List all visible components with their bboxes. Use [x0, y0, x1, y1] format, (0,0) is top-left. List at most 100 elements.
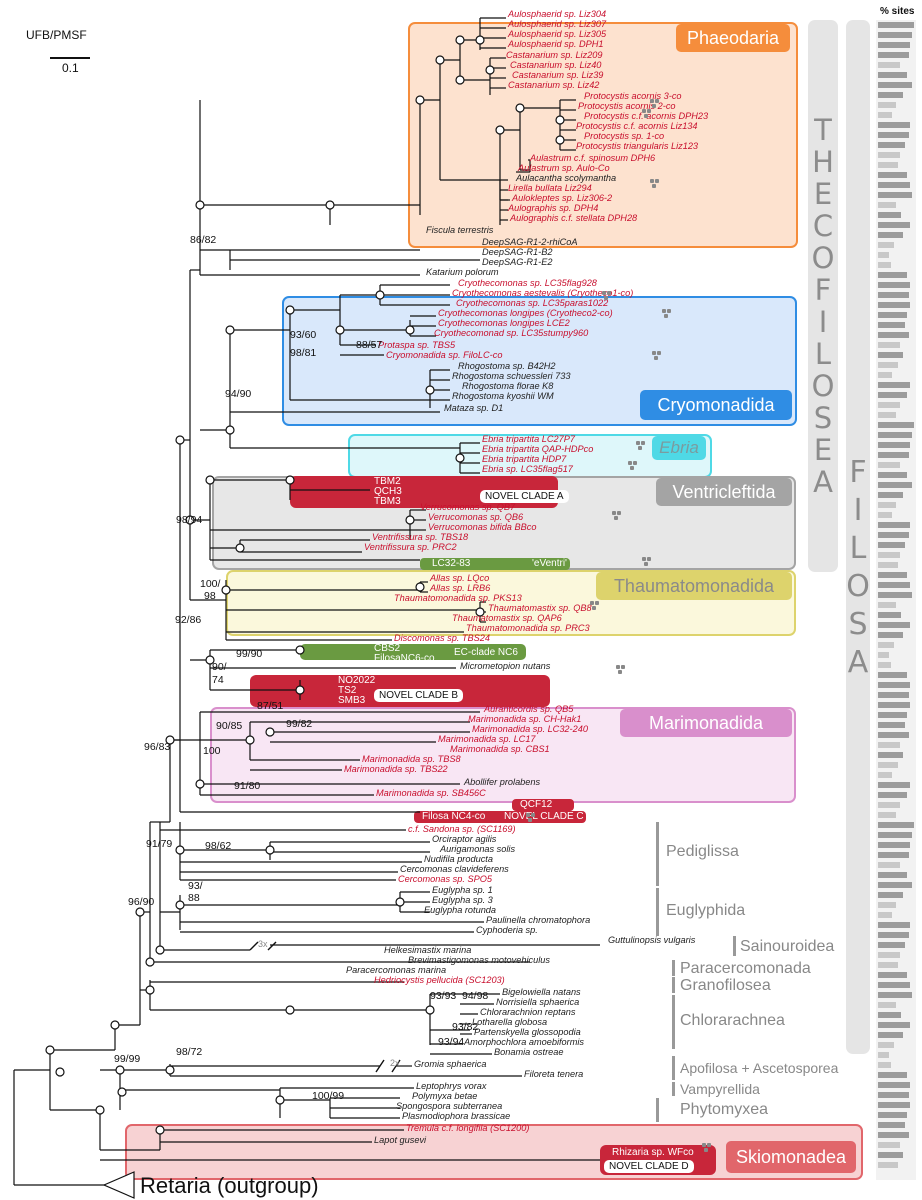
node-marker — [110, 1020, 120, 1030]
thecofilosea-letter: E — [813, 177, 833, 211]
thecofilosea-letter: E — [813, 433, 833, 467]
taxon-label: Amorphochlora amoebiformis — [464, 1037, 584, 1047]
thecofilosea-letter: C — [812, 209, 834, 243]
cryomonadida-header: Cryomonadida — [640, 390, 792, 420]
taxon-label: Helkesimastix marina — [384, 945, 472, 955]
vampyrellida-bar — [672, 1082, 675, 1096]
sites-bar — [878, 482, 912, 488]
node-marker — [155, 1125, 165, 1135]
sites-bar — [878, 342, 900, 348]
sites-bar — [878, 912, 892, 918]
sites-bar — [878, 1052, 889, 1058]
thecofilosea-letter: O — [811, 369, 835, 403]
tree-branch — [391, 1059, 401, 1073]
node-marker — [295, 685, 305, 695]
support-value: 94/98 — [462, 990, 489, 1002]
taxon-label: Filoreta tenera — [524, 1069, 584, 1079]
taxon-label: Thaumatomastix sp. QAP6 — [452, 613, 562, 623]
taxon-label: Verrucomonas sp. QB6 — [428, 512, 524, 522]
lc32-83-bar — [420, 558, 570, 570]
sites-bar — [878, 662, 891, 668]
sites-bar — [878, 842, 910, 848]
sites-bar — [878, 942, 905, 948]
node-marker — [185, 515, 195, 525]
tbm3-label: TBM3 — [374, 496, 401, 507]
sites-bar — [878, 832, 912, 838]
sites-bar — [878, 712, 907, 718]
taxon-label: Marimonadida sp. TBS8 — [362, 754, 461, 764]
filosa-letter: F — [849, 455, 867, 490]
node-marker — [425, 385, 435, 395]
filosa-letter: A — [847, 645, 869, 680]
support-value: 98/81 — [290, 347, 317, 359]
taxon-label: Cryothecomonas sp. LC35flag928 — [458, 278, 597, 288]
taxon-label: Lirella bullata Liz294 — [508, 183, 592, 193]
sites-bar — [878, 292, 909, 298]
ventricleftida-header: Ventricleftida — [656, 478, 792, 506]
group-vampyrellida: Vampyrellida — [680, 1081, 760, 1097]
support-value: 90/ — [212, 661, 227, 673]
taxon-label: Castanarium sp. Liz39 — [512, 70, 604, 80]
sites-bar — [878, 62, 900, 68]
novel-clade-c-label: NOVEL CLADE C — [504, 811, 584, 822]
support-value: 99/90 — [236, 648, 263, 660]
sites-bar — [878, 412, 896, 418]
lc32-83-label: LC32-83 — [432, 558, 471, 569]
sites-bar — [878, 682, 910, 688]
node-marker — [555, 135, 565, 145]
node-marker — [515, 103, 525, 113]
sites-bar — [878, 182, 910, 188]
sites-bar — [878, 82, 912, 88]
sites-bar — [878, 432, 912, 438]
node-marker — [95, 1105, 105, 1115]
node-marker — [375, 290, 385, 300]
sites-bar — [878, 32, 912, 38]
node-marker — [455, 75, 465, 85]
taxon-label: Tremula c.f. longifila (SC1200) — [406, 1123, 530, 1133]
taxon-label: Aulosphaerid sp. Liz304 — [508, 9, 607, 19]
taxon-label: Bigelowiella natans — [502, 987, 581, 997]
support-value: 98 — [204, 590, 216, 602]
node-marker — [285, 305, 295, 315]
smb3-label: SMB3 — [338, 695, 366, 706]
sites-bar — [878, 372, 892, 378]
thecofilosea-bar — [808, 20, 838, 572]
taxon-label: Aulastrum c.f. spinosum DPH6 — [530, 153, 656, 163]
node-marker — [165, 1065, 175, 1075]
node-marker — [175, 845, 185, 855]
sites-bar — [878, 402, 900, 408]
sites-bar — [878, 1142, 900, 1148]
transcriptome-icon — [636, 441, 645, 450]
sites-bar — [878, 122, 910, 128]
transcriptome-icon — [602, 291, 611, 300]
node-marker — [495, 125, 505, 135]
taxon-label: Aulacantha scolymantha — [516, 173, 617, 183]
sites-bar — [878, 962, 898, 968]
novel-clade-c-bar — [414, 811, 586, 823]
novel-clade-a-label: NOVEL CLADE A — [480, 490, 569, 503]
node-marker — [175, 900, 185, 910]
taxon-label: Lapot gusevi — [374, 1135, 427, 1145]
taxon-label: Spongospora subterranea — [396, 1101, 503, 1111]
taxon-label: DeepSAG-R1-2-rhiCoA — [482, 237, 578, 247]
filosa-letter: L — [849, 531, 867, 566]
scale-bar-line — [50, 57, 90, 59]
paracercomonada-bar — [672, 960, 675, 976]
node-marker — [221, 585, 231, 595]
sites-bar — [878, 932, 909, 938]
sites-bar — [878, 622, 910, 628]
support-value: 94/90 — [225, 388, 252, 400]
sites-bar — [878, 602, 896, 608]
taxon-label: Castanarium sp. Liz209 — [506, 50, 603, 60]
sites-bar — [878, 672, 907, 678]
euglyphida-bar — [656, 888, 659, 936]
tree-branch — [267, 941, 277, 951]
sites-bar — [878, 272, 907, 278]
sites-bar — [878, 172, 907, 178]
node-marker — [225, 425, 235, 435]
taxon-label: Auranticordis sp. QB5 — [484, 704, 574, 714]
taxon-label: Marimonadida sp. LC32-240 — [472, 724, 588, 734]
node-marker — [145, 985, 155, 995]
sites-bar — [878, 1022, 910, 1028]
